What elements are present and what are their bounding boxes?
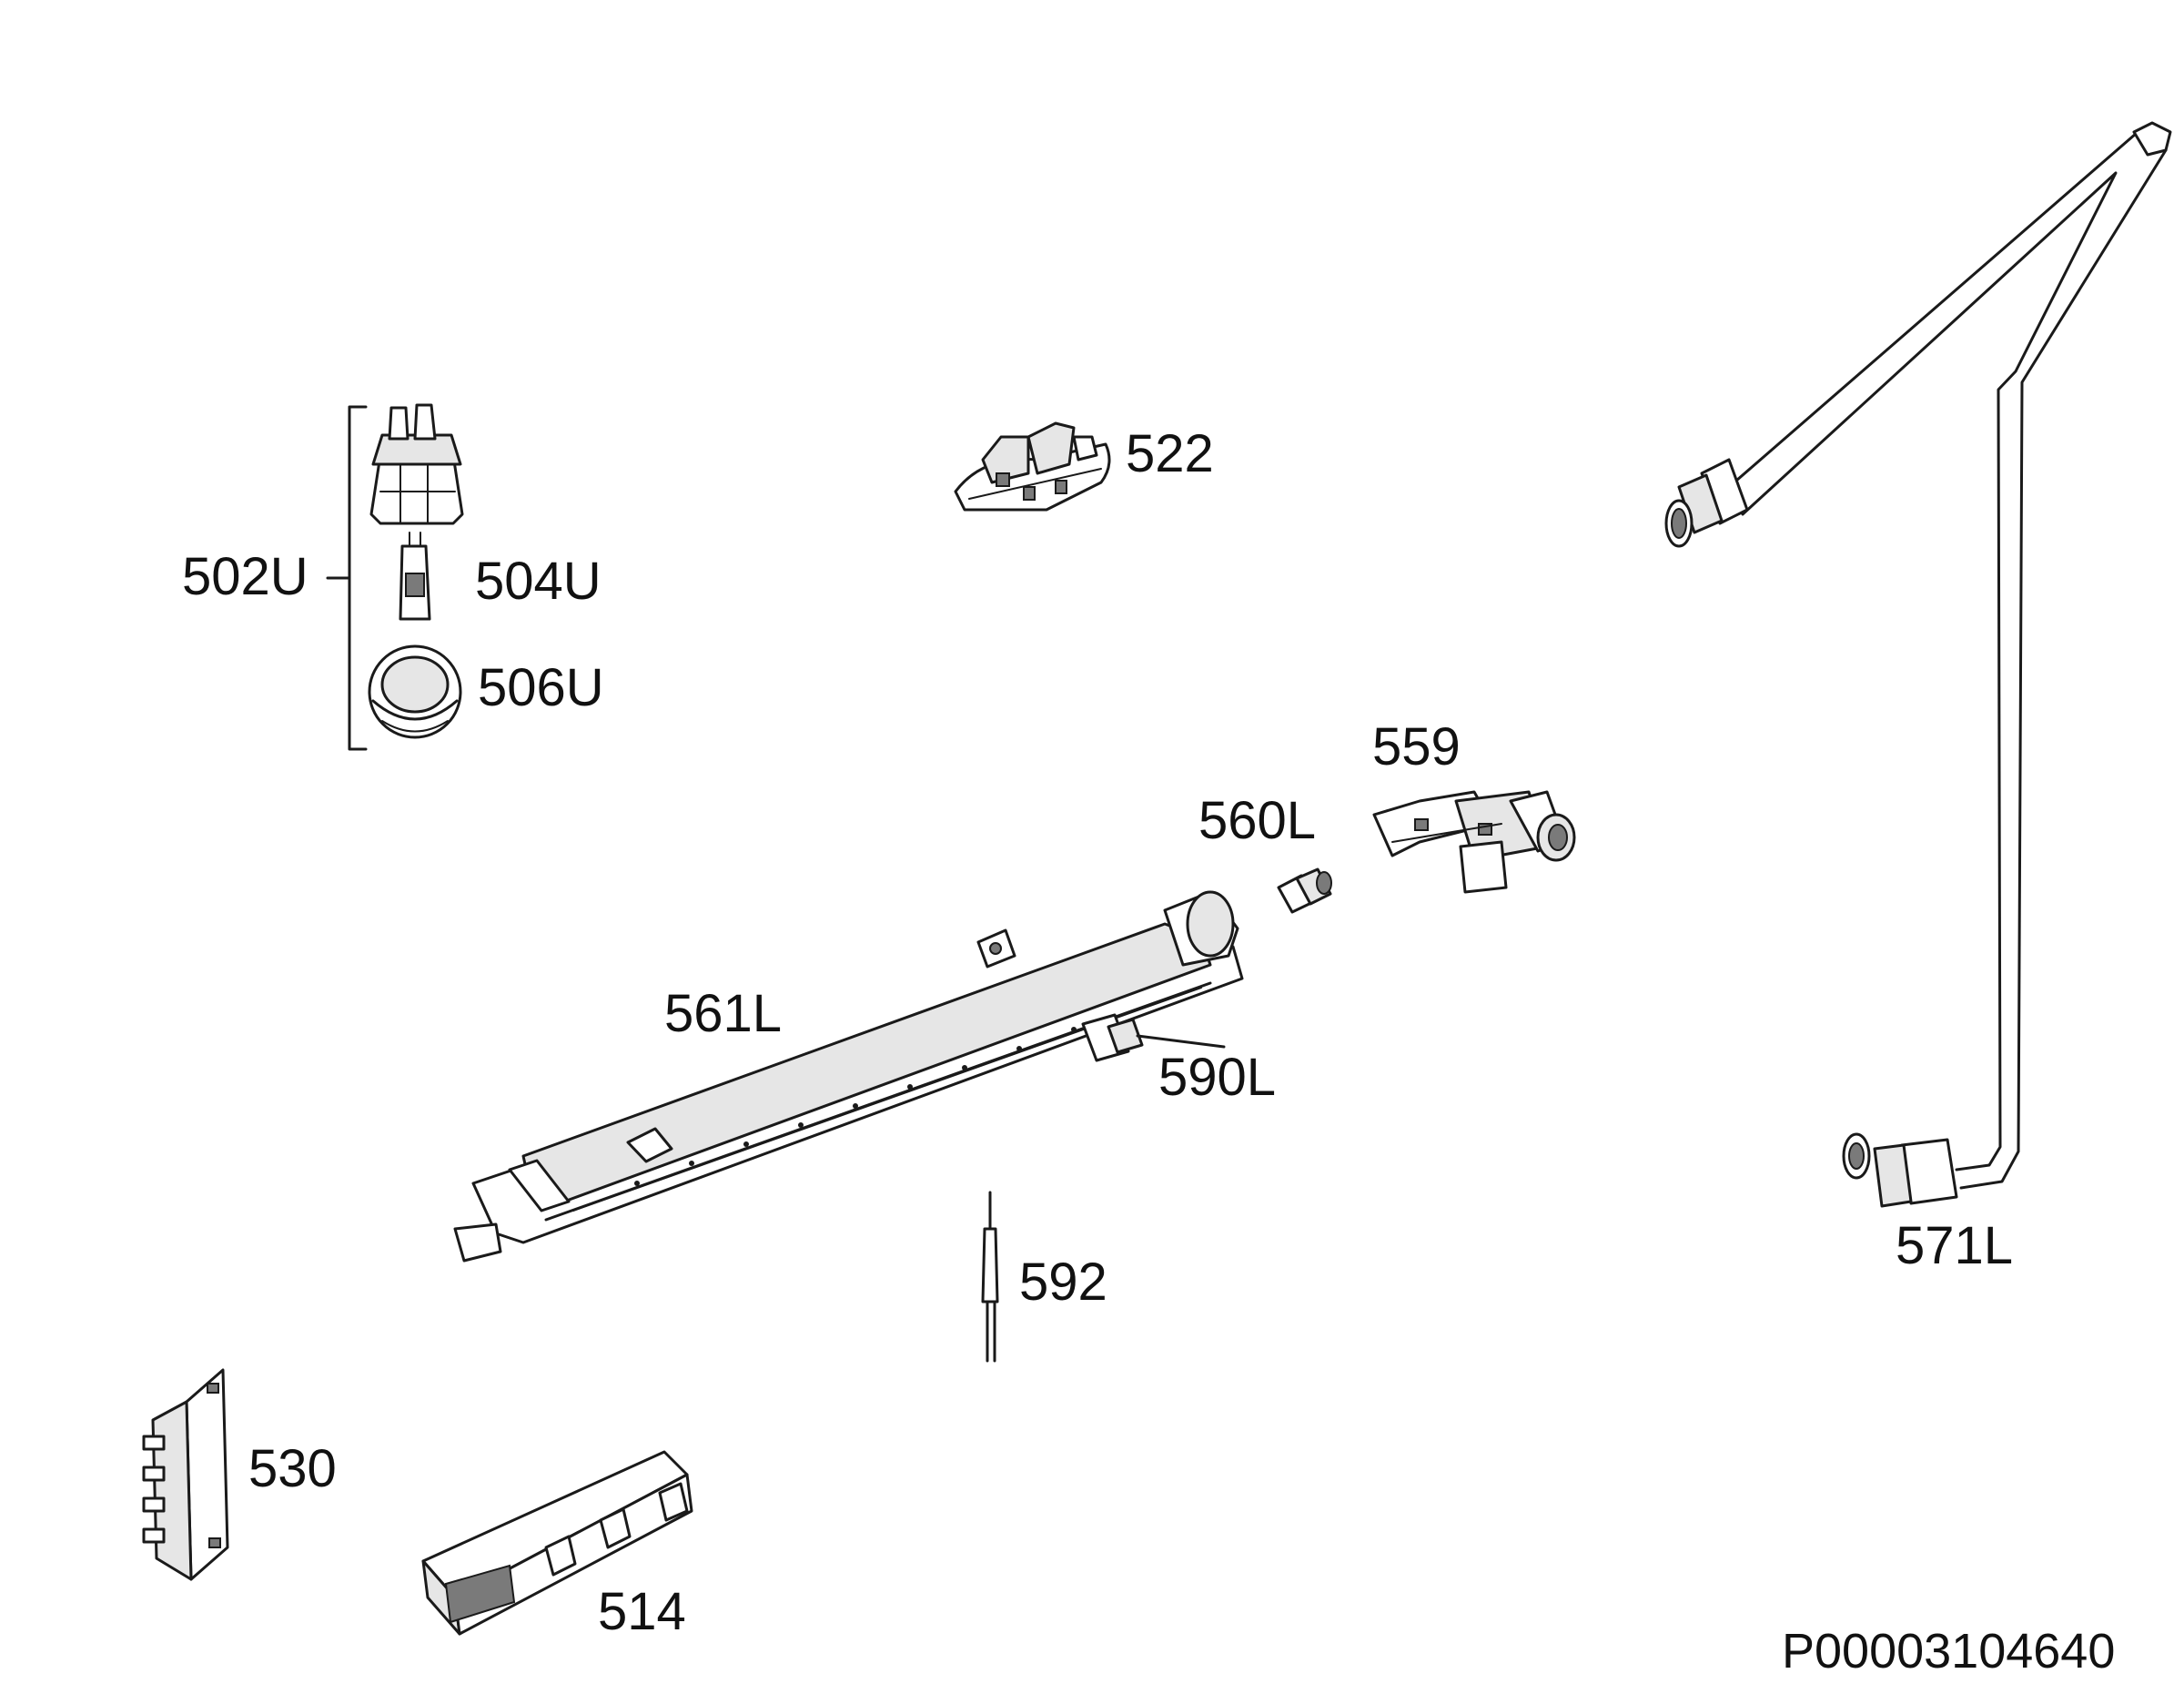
part-590l-thermocouple-holder[interactable] bbox=[1081, 1013, 1226, 1062]
label-504u: 504U bbox=[475, 552, 602, 611]
part-561l-burner[interactable] bbox=[453, 890, 1244, 1263]
part-502u-knob-cap[interactable] bbox=[369, 403, 464, 525]
part-530-terminal-block[interactable] bbox=[142, 1368, 229, 1581]
label-502u: 502U bbox=[182, 547, 308, 606]
document-id: P00003104640 bbox=[1782, 1624, 2116, 1679]
label-590l: 590L bbox=[1158, 1048, 1277, 1107]
label-522: 522 bbox=[1126, 424, 1214, 483]
label-559: 559 bbox=[1372, 717, 1461, 776]
label-506u: 506U bbox=[478, 658, 604, 717]
part-559-gas-valve[interactable] bbox=[1372, 790, 1576, 894]
label-571l: 571L bbox=[1896, 1216, 2014, 1275]
bracket-502u bbox=[326, 405, 368, 751]
part-571l-gas-pipe[interactable] bbox=[1664, 121, 2172, 1208]
label-514: 514 bbox=[598, 1582, 686, 1641]
label-530: 530 bbox=[248, 1439, 337, 1498]
part-592-thermocouple[interactable] bbox=[981, 1191, 999, 1363]
part-506u-bezel[interactable] bbox=[368, 644, 462, 739]
label-560l: 560L bbox=[1198, 791, 1317, 850]
part-560l-injector-nozzle[interactable] bbox=[1277, 867, 1332, 914]
part-522-ignition-switch[interactable] bbox=[954, 421, 1111, 512]
label-592: 592 bbox=[1019, 1253, 1107, 1312]
part-514-spark-generator[interactable] bbox=[421, 1450, 693, 1636]
part-504u-spring-clip[interactable] bbox=[399, 532, 431, 621]
burner-ports bbox=[634, 1027, 1077, 1186]
label-561l: 561L bbox=[664, 984, 783, 1043]
